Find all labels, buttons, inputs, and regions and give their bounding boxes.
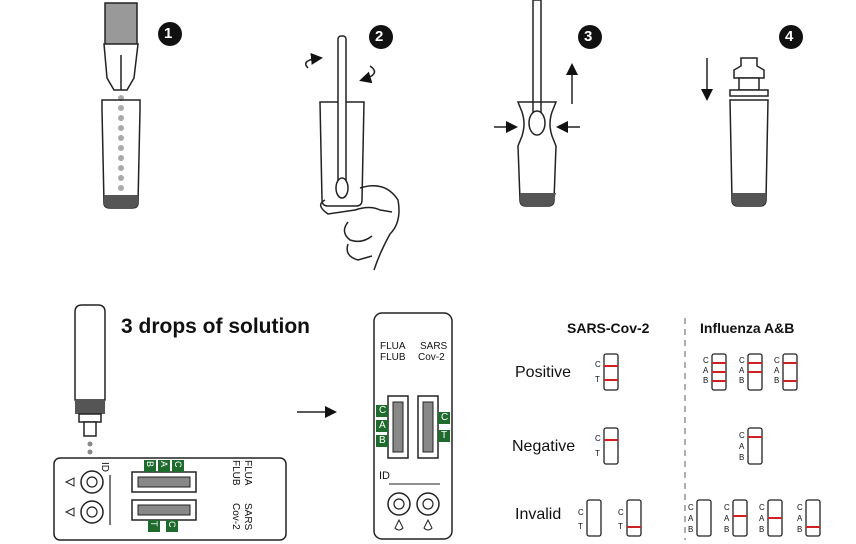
cassette-vertical [373,312,453,540]
cassette-h-cov2: Cov-2 [230,503,241,530]
step4-cap [729,57,769,97]
cassette-h-sars: SARS [242,503,253,531]
step-1-number: 1 [164,25,173,42]
cassette-v-line-t: T [441,430,448,441]
step1-tube [101,99,141,209]
cassette-h-line-a: A [159,461,169,468]
step-4-number: 4 [785,28,794,45]
cassette-v-line-c2: C [441,412,449,423]
label-c: C [595,360,601,369]
cassette-v-line-a: A [379,420,386,431]
cassette-v-flub: FLUB [380,352,406,363]
cassette-h-line-c2: C [167,521,177,528]
squeeze-arrows [494,63,580,133]
label-b: B [739,376,745,385]
cassette-v-cov2: Cov-2 [418,352,445,363]
label-a: A [797,514,803,523]
badge-3 [578,25,602,49]
label-b: B [724,525,730,534]
label-c: C [618,508,624,517]
step3-tube [516,101,558,207]
step-3-number: 3 [584,28,593,45]
step-2-number: 2 [375,28,384,45]
label-c: C [724,503,730,512]
step1-dropper [103,2,139,91]
result-lines [604,362,820,528]
cassette-horizontal [53,457,287,541]
label-a: A [739,442,745,451]
cassette-v-id-label: ID [379,470,390,482]
step1-drops [118,95,124,191]
label-c: C [759,503,765,512]
label-b: B [739,453,745,462]
label-b: B [688,525,694,534]
cassette-v-sars: SARS [420,341,448,352]
badge-1 [158,22,182,46]
label-c: C [595,434,601,443]
label-c: C [774,356,780,365]
label-c: C [739,431,745,440]
label-a: A [688,514,694,523]
badge-2 [369,25,393,49]
label-c: C [739,356,745,365]
label-t: T [595,375,600,384]
cassette-v-line-c: C [379,405,387,416]
label-c: C [578,508,584,517]
label-a: A [774,366,780,375]
col-flu-header: Influenza A&B [700,320,795,336]
label-a: A [724,514,730,523]
cassette-h-flua: FLUA [242,460,253,486]
cassette-h-flub: FLUB [230,460,241,486]
cassette-h-line-c: C [173,461,183,468]
drops-title: 3 drops of solution [121,315,310,338]
dropper-bottle [74,304,106,455]
cassette-h-id-label: ID [99,462,110,472]
cassette-h-line-b: B [145,461,155,468]
label-c: C [797,503,803,512]
label-t: T [618,522,623,531]
row-negative: Negative [512,438,576,455]
step3-swab [528,0,546,136]
cassette-h-line-t: T [149,521,159,527]
label-c: C [703,356,709,365]
label-b: B [797,525,803,534]
step2-swab [335,35,349,199]
cassette-v-flua: FLUA [380,341,406,352]
col-sars-header: SARS-Cov-2 [567,320,650,336]
label-a: A [703,366,709,375]
label-b: B [703,376,709,385]
cassette-v-line-b: B [379,435,386,446]
label-a: A [739,366,745,375]
row-invalid: Invalid [515,506,562,523]
label-t: T [578,522,583,531]
badge-4 [779,25,803,49]
label-a: A [759,514,765,523]
label-b: B [774,376,780,385]
rotate-arrow [305,52,376,84]
row-positive: Positive [515,364,572,381]
hand [319,185,400,271]
step4-tube [729,99,769,207]
label-c: C [688,503,694,512]
label-t: T [595,449,600,458]
label-b: B [759,525,765,534]
